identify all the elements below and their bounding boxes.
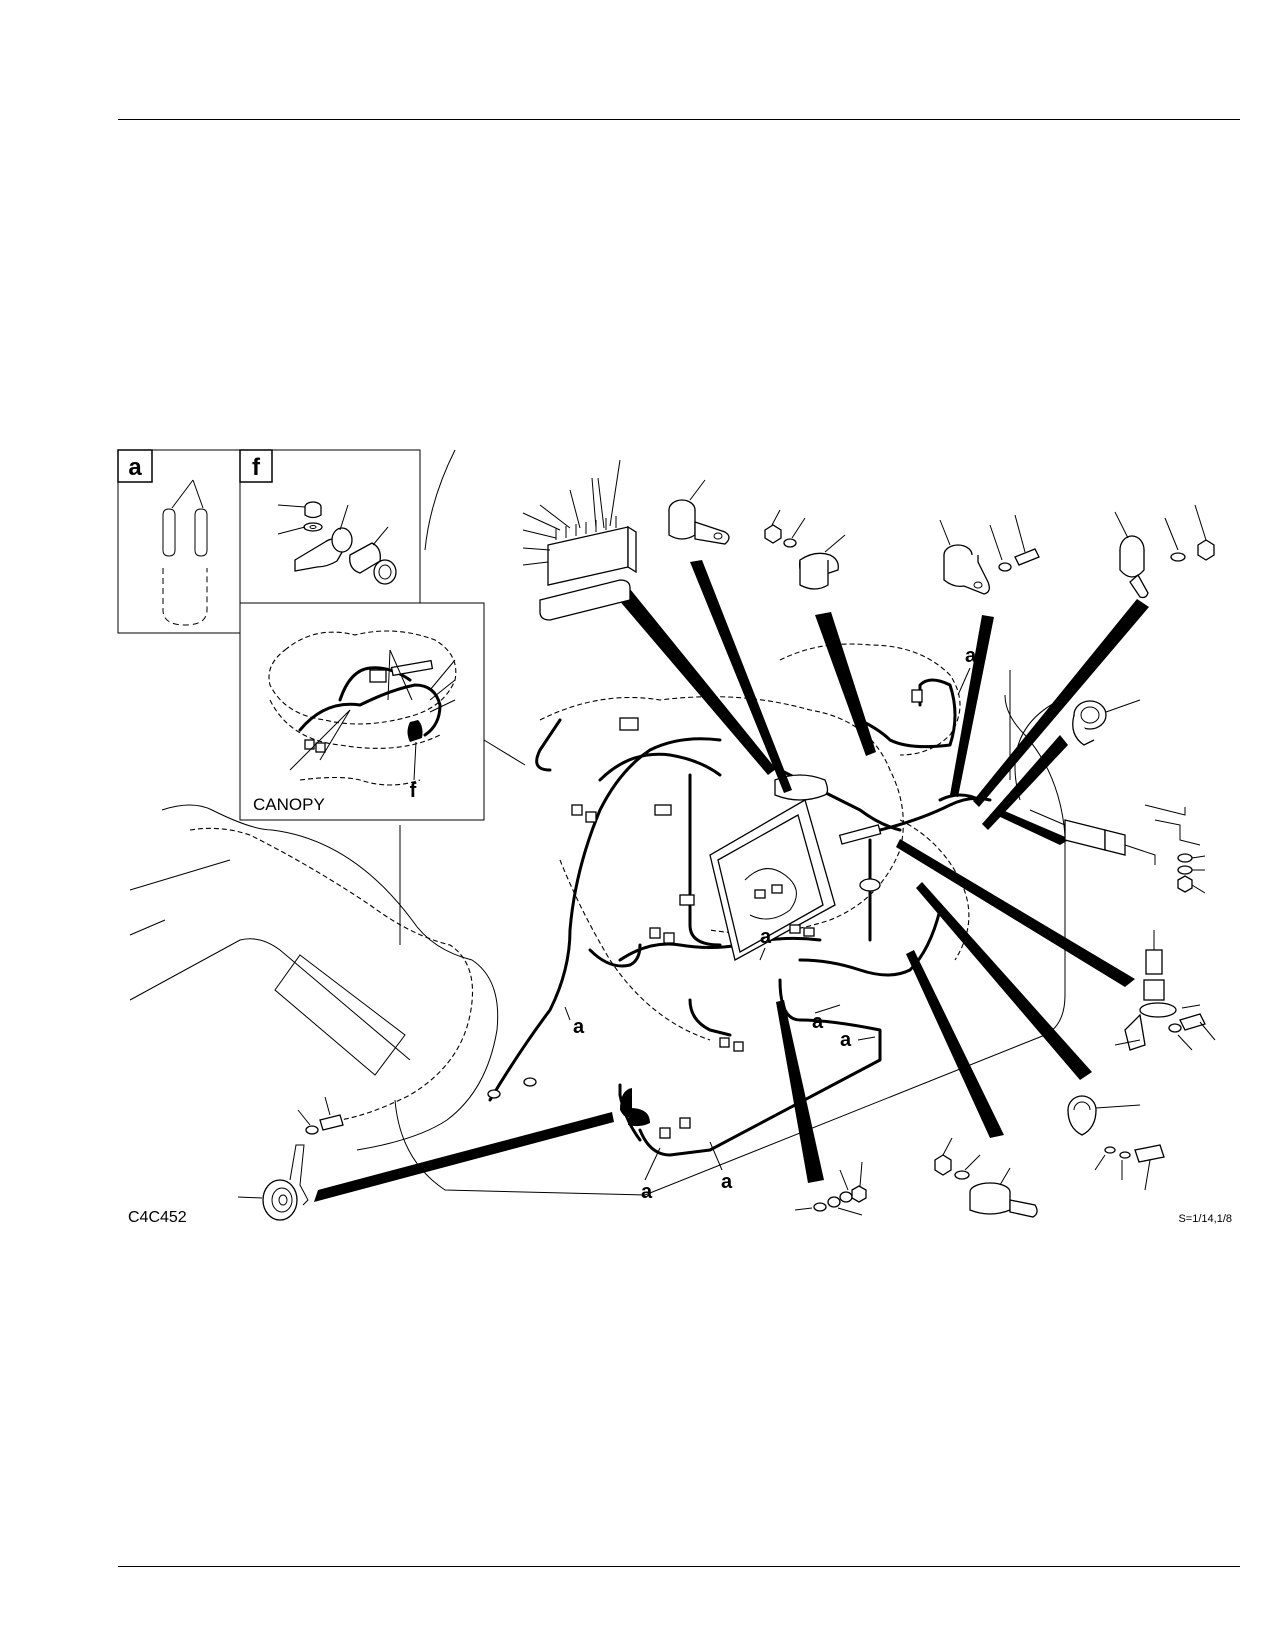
canopy-inset: f CANOPY	[239, 602, 526, 821]
nut-washer-set-bottom	[794, 1161, 867, 1216]
relay-part-right	[1029, 804, 1206, 894]
clip-callout-7: a	[721, 1171, 733, 1193]
fuse-block-part	[522, 459, 637, 621]
exploded-parts	[237, 459, 1216, 1221]
clamp-part-2	[764, 509, 846, 590]
controller-box	[709, 774, 836, 961]
grommet-bolt-part-bottom-right	[1067, 1095, 1165, 1191]
sensor-part-right	[1114, 930, 1216, 1051]
canopy-f-callout: f	[410, 780, 417, 802]
clamp-part-3	[939, 514, 1040, 595]
top-rule	[118, 119, 1240, 120]
clamp-part-bottom	[934, 1137, 1038, 1218]
horn-part	[237, 1096, 344, 1221]
figure-id: C4C452	[128, 1209, 187, 1226]
clip-callouts: a a a a a a a	[564, 645, 977, 1203]
clip-callout-1: a	[965, 645, 977, 667]
clamp-part-1	[668, 479, 730, 545]
canopy-label: CANOPY	[253, 795, 325, 814]
callout-leaders	[314, 560, 1149, 1202]
bottom-rule	[118, 1566, 1240, 1567]
clip-callout-3: a	[573, 1016, 585, 1038]
inset-f-tag: f	[252, 454, 261, 481]
grommet-part-right	[1072, 699, 1141, 746]
clip-callout-2: a	[760, 926, 772, 948]
scale-note: S=1/14,1/8	[1178, 1213, 1232, 1225]
clamp-part-4	[1114, 504, 1215, 599]
clip-callout-5: a	[840, 1029, 852, 1051]
detail-inset-f: f	[239, 449, 421, 604]
clip-a-shape	[162, 479, 208, 626]
harness-connectors	[487, 689, 923, 1139]
inset-a-tag: a	[128, 454, 142, 481]
clamp-f-parts	[277, 501, 397, 585]
main-harness	[488, 678, 992, 1157]
clip-callout-6: a	[641, 1181, 653, 1203]
clip-callout-4: a	[812, 1011, 824, 1033]
detail-inset-a: a	[117, 449, 241, 634]
